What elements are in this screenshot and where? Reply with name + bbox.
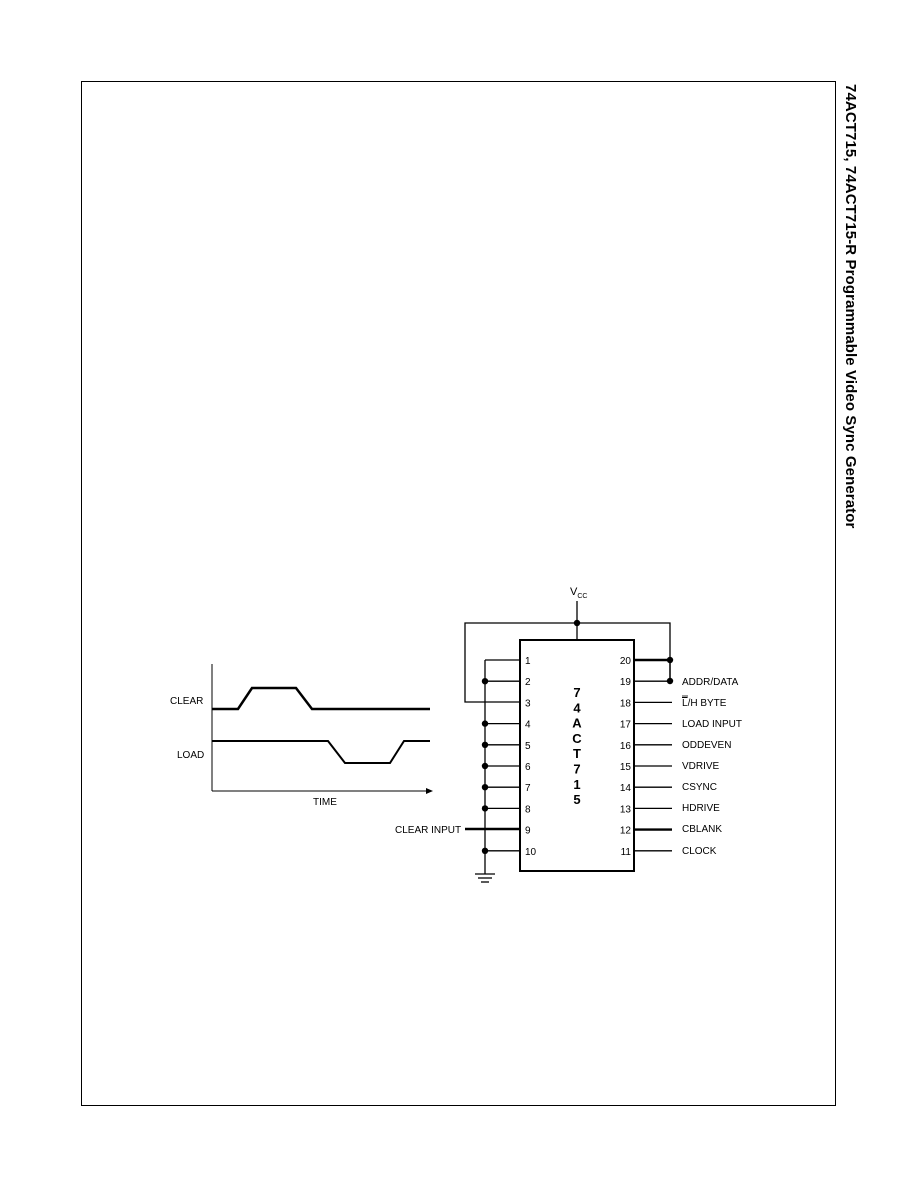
- clear-input-label: CLEAR INPUT: [395, 825, 461, 836]
- pin-number-right: 16: [620, 741, 632, 752]
- chip-letter: 1: [573, 777, 580, 792]
- ground-junction: [481, 805, 489, 812]
- vcc-bus-left: [464, 622, 577, 703]
- ground-junction: [481, 784, 489, 791]
- chip-letter: T: [573, 746, 581, 761]
- signal-vdrive: VDRIVE: [682, 761, 720, 772]
- pin19-junction: [666, 677, 674, 685]
- chip-letter: 7: [573, 762, 580, 777]
- load-signal-label: LOAD: [177, 750, 204, 761]
- pin-number-right: 20: [620, 656, 632, 667]
- chip-letter: 4: [573, 700, 581, 715]
- signal-clock: CLOCK: [682, 846, 717, 857]
- timing-x-arrowhead: [426, 788, 433, 794]
- pin-number-right: 18: [620, 698, 632, 709]
- right-pins: 20 19 18 17 16 15 14 13 12 11: [620, 656, 672, 858]
- pin-number-left: 2: [525, 677, 531, 688]
- left-pins: 1 2 3 4 5 6 7 8 9 10: [481, 656, 537, 858]
- page-side-title: 74ACT715, 74ACT715-R Programmable Video …: [842, 84, 859, 529]
- chip-letter: C: [572, 731, 582, 746]
- vcc-label: VCC: [570, 586, 587, 600]
- pin-number-left: 7: [525, 783, 531, 794]
- signal-addr-data: ADDR/DATA: [682, 677, 739, 688]
- ic-chip-body: [519, 639, 635, 872]
- load-waveform: [212, 740, 430, 764]
- timing-diagram: CLEAR LOAD TIME: [170, 664, 433, 808]
- pin20-junction: [666, 656, 674, 664]
- pin-number-left: 10: [525, 847, 537, 858]
- pin-number-left: 5: [525, 741, 531, 752]
- pin-number-right: 19: [620, 677, 632, 688]
- chip-letter: A: [572, 716, 582, 731]
- clear-waveform: [212, 686, 430, 711]
- signal-oddeven: ODDEVEN: [682, 740, 731, 751]
- signal-lh-byte: L/H BYTE: [682, 698, 727, 709]
- pin-number-left: 6: [525, 762, 531, 773]
- pin-number-right: 13: [620, 804, 632, 815]
- chip-letter: 7: [573, 685, 580, 700]
- ground-junction: [481, 762, 489, 770]
- pin-number-left: 4: [525, 720, 531, 731]
- pin-number-left: 8: [525, 804, 531, 815]
- signal-csync: CSYNC: [682, 782, 717, 793]
- pin-number-right: 12: [620, 826, 632, 837]
- pin-number-left: 3: [525, 698, 531, 709]
- ground-junction: [481, 741, 489, 748]
- clear-signal-label: CLEAR: [170, 696, 203, 707]
- signal-load-input: LOAD INPUT: [682, 719, 742, 730]
- chip-letter: 5: [573, 792, 580, 807]
- chip-part-number: 74ACT715: [572, 685, 582, 807]
- signal-hdrive: HDRIVE: [682, 803, 720, 814]
- pin-number-right: 14: [620, 783, 632, 794]
- pin-number-left: 1: [525, 656, 531, 667]
- ground-junction: [481, 678, 489, 685]
- time-axis-label: TIME: [313, 797, 337, 808]
- pin-number-right: 11: [621, 847, 632, 858]
- ground-junction: [481, 847, 489, 854]
- signal-cblank: CBLANK: [682, 824, 722, 835]
- pin-number-right: 17: [620, 720, 632, 731]
- pin-number-right: 15: [620, 762, 632, 773]
- pin-number-left: 9: [525, 826, 531, 837]
- ground-junction: [481, 720, 489, 727]
- page-frame: [81, 81, 836, 1106]
